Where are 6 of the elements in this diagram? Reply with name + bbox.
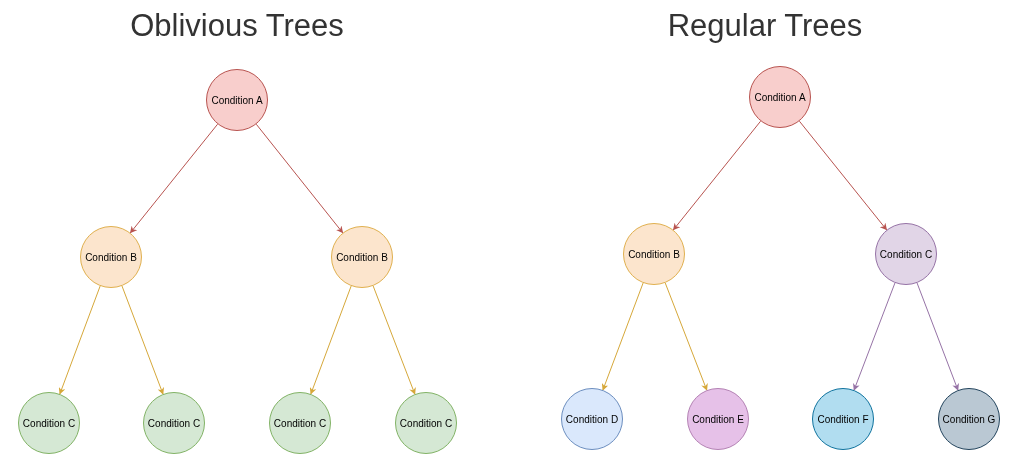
arrow (672, 120, 762, 231)
tree-heading: Oblivious Trees (130, 9, 344, 41)
arrow (129, 123, 219, 234)
arrow (255, 123, 344, 234)
arrow (798, 120, 888, 231)
tree-heading: Regular Trees (667, 9, 863, 41)
